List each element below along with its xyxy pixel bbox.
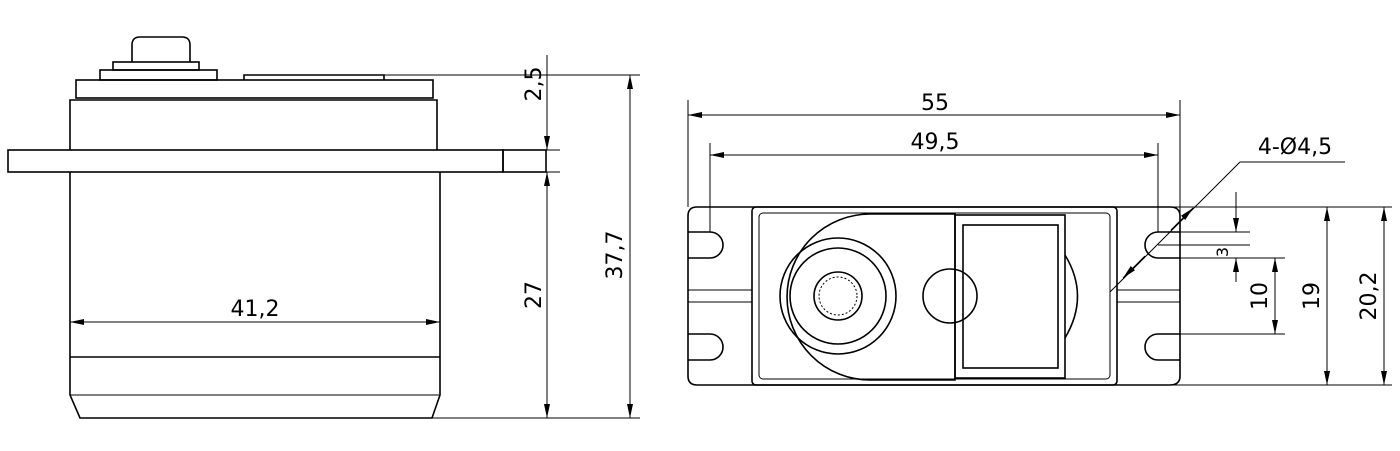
dim-hole-offset-label: 3 [1213,247,1232,257]
output-gear-ring-inner [789,247,887,345]
upper-case [69,99,438,150]
dim-total-height-label: 37,7 [603,231,628,280]
label-plate-inner [962,224,1059,369]
lower-case [69,172,441,419]
dim-length-label: 55 [921,91,949,116]
output-shaft [131,36,191,62]
dim-hole-pitch-label: 10 [1248,282,1273,310]
gear-housing [786,213,956,381]
dim-body-height-label: 27 [522,281,547,309]
top-view: 55 49,5 4-Ø4,5 3 10 19 20,2 [687,91,1392,386]
top-flange-outline [687,206,1181,386]
top-body [751,206,1118,386]
dim-flange-label: 2,5 [522,67,547,102]
mount-hole-bottom-left [688,333,724,361]
top-cover [75,79,434,99]
dim-hole-spacing-label: 49,5 [911,130,960,155]
top-cover-ledge [243,74,385,80]
label-plate [954,214,1066,379]
gear-top-plate [99,69,218,81]
shaft-collar [112,61,200,71]
top-body-inner [758,212,1111,380]
output-gear-ring [779,237,897,355]
flange-tab-right [502,149,547,173]
idler-gear [922,268,978,324]
side-view: 41,2 2,5 27 37,7 [7,36,640,419]
output-spline [813,271,863,321]
mount-hole-bottom-right [1144,333,1180,361]
dim-body-width-label: 19 [1300,282,1325,310]
dim-overall-width-label: 20,2 [1357,272,1382,321]
mount-hole-top-left [688,231,724,259]
dim-holes-label: 4-Ø4,5 [1258,135,1332,160]
case-bulge [1064,254,1079,339]
mount-hole-top-right [1144,231,1180,259]
output-spline-inner [818,276,858,316]
dim-width-label: 41,2 [231,297,280,322]
mounting-flange [7,149,504,173]
